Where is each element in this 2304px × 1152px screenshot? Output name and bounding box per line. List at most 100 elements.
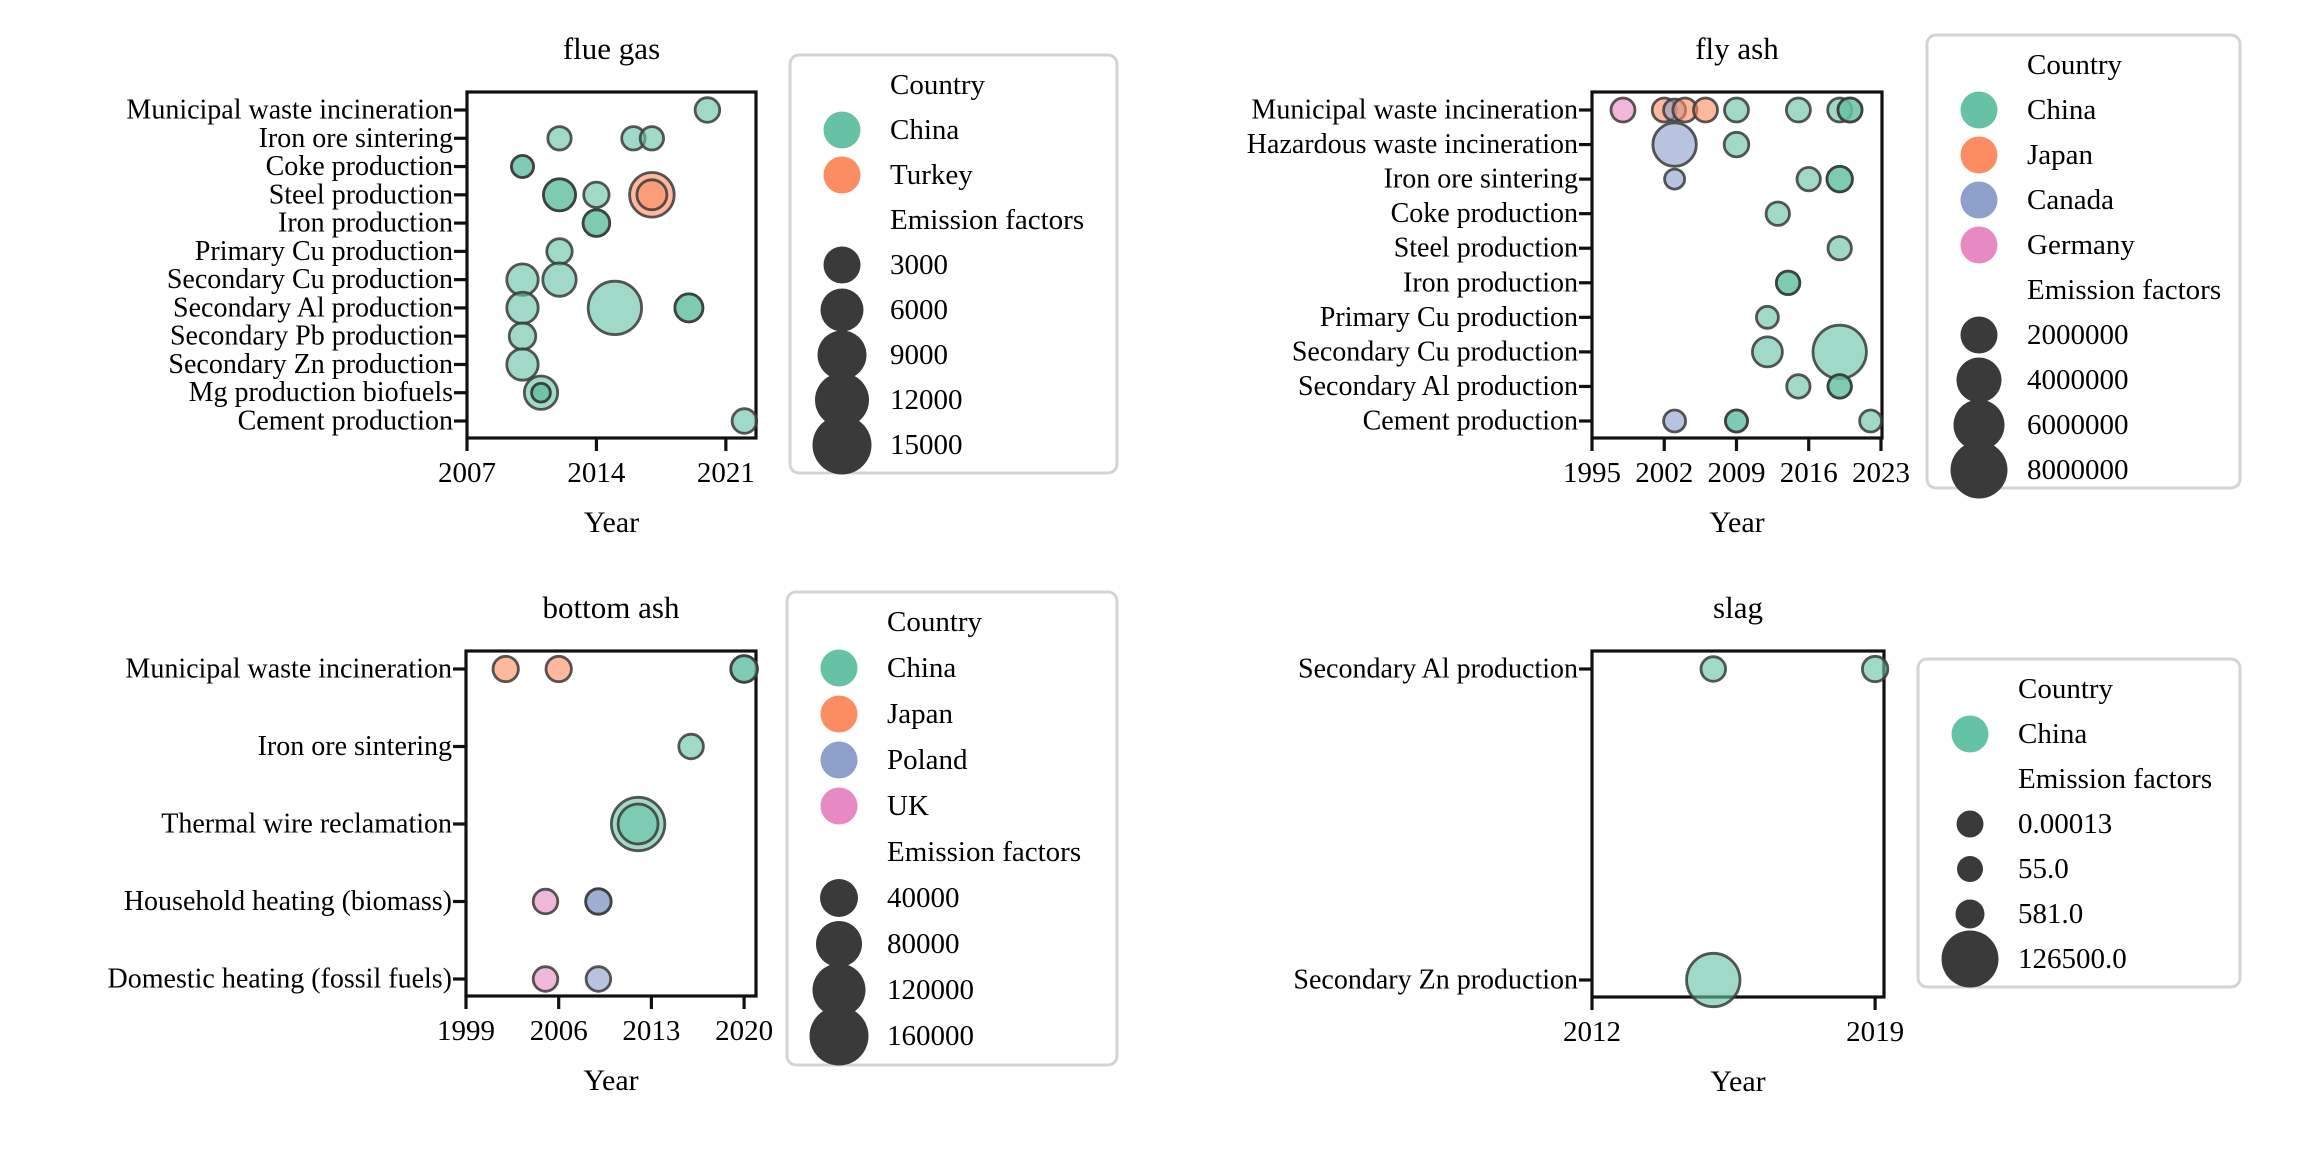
data-point — [531, 887, 560, 916]
legend-entry-label: China — [890, 114, 959, 146]
legend-entry-label: Japan — [887, 698, 954, 730]
legend-size-dot — [809, 1006, 869, 1066]
legend-entry-label: 15000 — [890, 429, 963, 461]
legend-box — [1916, 657, 2242, 989]
data-point — [1699, 655, 1728, 683]
x-tick-label: 2016 — [1780, 457, 1838, 489]
data-point — [730, 407, 759, 435]
legend-header: Emission factors — [887, 836, 1081, 868]
category-label: Secondary Al production — [1298, 371, 1578, 402]
data-point — [1826, 373, 1853, 400]
data-point — [1858, 408, 1883, 434]
x-tick-label: 2002 — [1635, 457, 1693, 489]
legend-country-swatch — [823, 111, 861, 149]
points-layer — [1685, 654, 1890, 1009]
legend-country-swatch — [1960, 226, 1998, 264]
data-point — [544, 654, 573, 684]
data-point — [1609, 96, 1637, 124]
legend-size-dot — [1957, 856, 1983, 882]
category-label: Iron ore sintering — [259, 123, 453, 154]
legend-entry-label: Canada — [2027, 184, 2114, 216]
x-tick-label: 1999 — [437, 1015, 495, 1047]
legend-entry-label: 120000 — [887, 974, 974, 1006]
legend-size-dot — [820, 879, 858, 917]
legend-country-swatch — [1960, 91, 1998, 129]
legend-header: Country — [2027, 49, 2123, 81]
legend-size-dot — [815, 373, 869, 427]
data-point — [586, 279, 644, 336]
plot-border — [1590, 649, 1886, 999]
legend-size-dot — [820, 288, 864, 332]
legend-size-dot — [1950, 441, 2008, 499]
legend-size-dot — [1960, 316, 1998, 354]
legend-country-swatch — [820, 649, 858, 687]
data-point — [1685, 951, 1742, 1009]
category-label: Municipal waste incineration — [126, 95, 453, 126]
data-point — [1775, 269, 1802, 296]
legend-country-swatch — [820, 787, 858, 825]
points-layer — [1609, 96, 1883, 434]
legend-header: Country — [890, 69, 986, 101]
data-point — [673, 292, 705, 324]
plot-border — [465, 90, 758, 440]
data-point — [584, 887, 613, 916]
x-tick-label: 2012 — [1563, 1016, 1621, 1048]
x-tick-label: 2013 — [622, 1015, 680, 1047]
category-label: Secondary Cu production — [1292, 336, 1578, 367]
legend-entry-label: 581.0 — [2018, 898, 2083, 930]
data-point — [1722, 130, 1751, 159]
legend-country-swatch — [1960, 181, 1998, 219]
legend-size-dot — [812, 415, 872, 475]
legend-entry-label: 2000000 — [2027, 319, 2129, 351]
data-point — [582, 180, 611, 209]
data-point — [1764, 200, 1791, 227]
legend-header: Country — [887, 606, 983, 638]
data-point — [677, 732, 705, 761]
data-point — [505, 290, 540, 325]
data-point — [546, 125, 573, 152]
category-label: Secondary Cu production — [167, 264, 453, 295]
legend-box — [1925, 33, 2242, 490]
category-label: Secondary Al production — [1298, 654, 1578, 685]
legend-entry-label: Japan — [2027, 139, 2094, 171]
category-label: Steel production — [1394, 233, 1578, 264]
legend-country-swatch — [823, 156, 861, 194]
legend-entry-label: 55.0 — [2018, 853, 2069, 885]
legend-entry-label: 126500.0 — [2018, 943, 2127, 975]
data-point — [505, 262, 540, 297]
legend-size-dot — [823, 246, 861, 284]
data-point — [693, 96, 722, 124]
category-label: Iron ore sintering — [258, 731, 452, 762]
legend-box — [785, 590, 1119, 1067]
legend-entry-label: 4000000 — [2027, 364, 2129, 396]
legend-header: Emission factors — [2027, 274, 2221, 306]
category-label: Iron production — [1403, 267, 1578, 298]
category-label: Cement production — [238, 406, 453, 437]
category-label: Steel production — [269, 179, 453, 210]
data-point — [1723, 96, 1750, 124]
legend-entry-label: Turkey — [890, 159, 973, 191]
legend-size-dot — [1956, 810, 1984, 838]
legend-entry-label: 9000 — [890, 339, 948, 371]
category-label: Secondary Zn production — [168, 349, 453, 380]
category-label: Secondary Pb production — [170, 321, 453, 352]
legend-header: Country — [2018, 673, 2114, 705]
legend-box — [788, 53, 1119, 475]
x-tick-label: 2014 — [567, 457, 626, 489]
legend-entry-label: 12000 — [890, 384, 963, 416]
x-axis-label: Year — [583, 1064, 638, 1097]
category-label: Thermal wire reclamation — [161, 809, 452, 840]
category-label: Coke production — [1391, 198, 1578, 229]
category-label: Mg production biofuels — [189, 377, 453, 408]
data-point — [1662, 408, 1687, 434]
data-point — [505, 347, 540, 382]
data-point — [1836, 96, 1864, 124]
legend-size-dot — [816, 921, 862, 967]
legend-entry-label: China — [2018, 718, 2087, 750]
